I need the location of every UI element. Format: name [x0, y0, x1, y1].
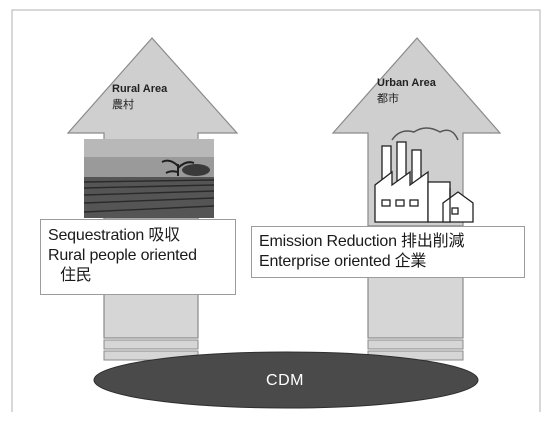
farmland-field [84, 177, 214, 218]
rural-area-label-zh: 農村 [112, 99, 134, 111]
tree-icon [182, 164, 210, 176]
diagram-frame [11, 9, 541, 412]
farmland-image [83, 139, 215, 218]
urban-description-box: Emission Reduction 排出削減 Enterprise orien… [251, 226, 525, 278]
rural-oriented-line: Rural people oriented [48, 247, 197, 264]
sequestration-line: Sequestration 吸収 [48, 227, 180, 244]
cdm-label: CDM [266, 372, 304, 389]
urban-area-label: Urban Area [377, 77, 436, 89]
rural-area-label: Rural Area [112, 83, 168, 95]
rural-description-box: Sequestration 吸収 Rural people oriented 住… [40, 219, 236, 295]
urban-arrow-segment [367, 339, 464, 350]
emission-reduction-line: Emission Reduction 排出削減 [259, 233, 465, 250]
factory-icon [374, 127, 474, 223]
farmland-furrows [83, 179, 215, 213]
urban-area-label-zh: 都市 [377, 93, 399, 105]
seedling-icon [161, 159, 195, 176]
rural-arrow-segment [103, 339, 199, 350]
farmland-sky-light [84, 139, 214, 157]
cdm-ellipse [93, 351, 479, 409]
enterprise-oriented-line: Enterprise oriented 企業 [259, 253, 427, 270]
residents-line: 住民 [60, 267, 92, 284]
